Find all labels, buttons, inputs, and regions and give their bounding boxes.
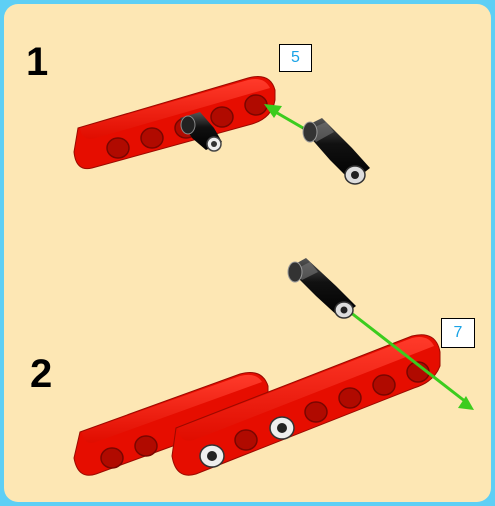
step2-back-beam bbox=[73, 372, 269, 476]
step-2-parts-callout: 7 bbox=[441, 318, 475, 348]
step-1-number: 1 bbox=[26, 40, 49, 84]
step1-loose-pin bbox=[302, 118, 370, 185]
step1-beam bbox=[73, 76, 276, 170]
step2-front-beam bbox=[171, 334, 441, 476]
step-2-number: 2 bbox=[30, 352, 53, 396]
step2-front-beam-holes bbox=[234, 361, 430, 451]
step2-loose-pin bbox=[287, 258, 356, 319]
step1-inserted-pin bbox=[180, 112, 222, 152]
step-1-callout-value: 5 bbox=[291, 49, 300, 66]
step2-insert-arrow bbox=[349, 310, 474, 410]
step2-pin-ends bbox=[199, 416, 295, 468]
step-1-parts-callout: 5 bbox=[279, 44, 312, 72]
step-2-callout-value: 7 bbox=[453, 324, 463, 341]
